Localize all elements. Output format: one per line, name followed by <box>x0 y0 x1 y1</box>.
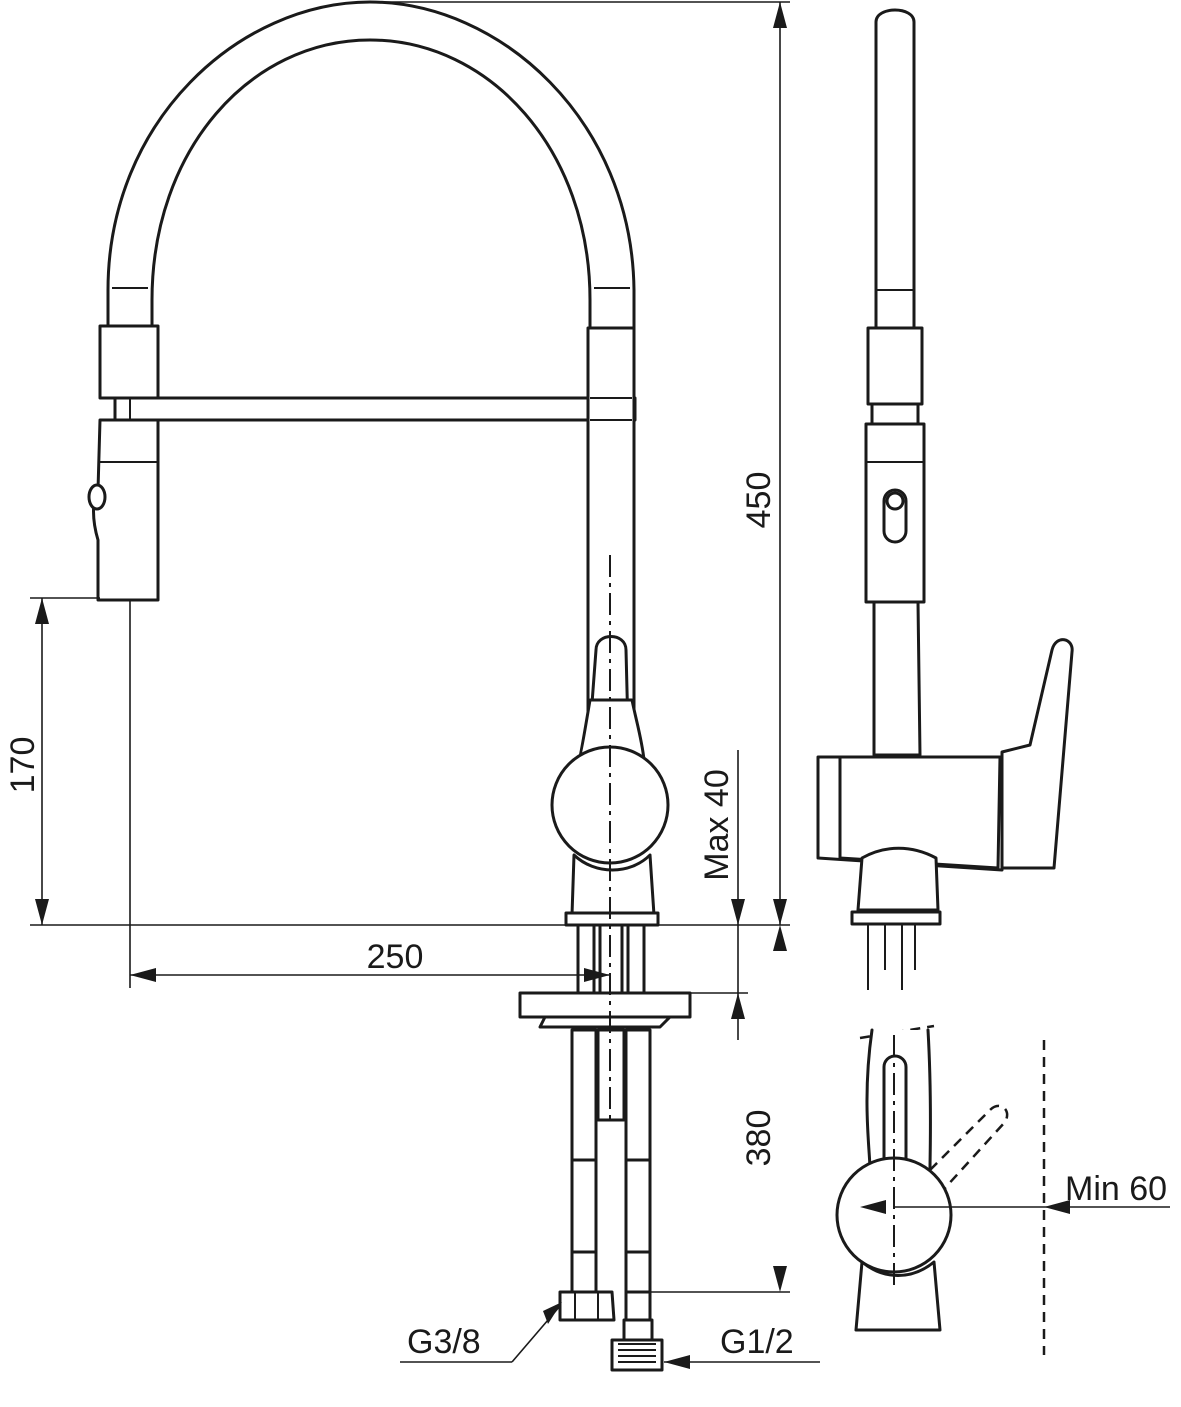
height-450-label: 450 <box>740 472 778 529</box>
length-380-label: 380 <box>740 1110 778 1167</box>
mixer-base <box>570 853 656 917</box>
front-view <box>87 0 692 1372</box>
dimension-lines: 450 170 250 Max 40 380 G3/8 G <box>4 1 820 1369</box>
spray-head <box>92 418 160 602</box>
side-flange <box>850 910 942 926</box>
max-40-label: Max 40 <box>698 769 736 881</box>
spray-head-collar <box>98 324 160 400</box>
min-60-label: Min 60 <box>1065 1170 1167 1208</box>
inlet-connector <box>622 1318 654 1342</box>
detail-base <box>854 1260 942 1332</box>
side-lever <box>1000 638 1074 870</box>
side-base <box>856 846 940 912</box>
support-bar <box>113 396 637 422</box>
clearance-170-label: 170 <box>4 737 42 794</box>
side-view <box>816 8 1074 990</box>
g12-label: G1/2 <box>720 1323 794 1361</box>
hex-nut <box>558 1290 616 1322</box>
reach-250-label: 250 <box>367 938 424 976</box>
hose-left <box>570 1028 598 1162</box>
spout-arch <box>106 0 636 330</box>
clearance-detail-view: Min 60 <box>835 1024 1170 1355</box>
side-spout <box>874 8 916 332</box>
side-neck <box>872 600 922 757</box>
hose-right <box>624 1028 652 1162</box>
base-flange <box>564 911 660 927</box>
detail-lever-raised <box>929 1104 1009 1189</box>
spray-button <box>87 483 107 511</box>
g38-label: G3/8 <box>407 1323 481 1361</box>
mounting-washer <box>538 1015 672 1029</box>
side-collar <box>866 326 924 406</box>
mounting-plate <box>518 991 692 1019</box>
